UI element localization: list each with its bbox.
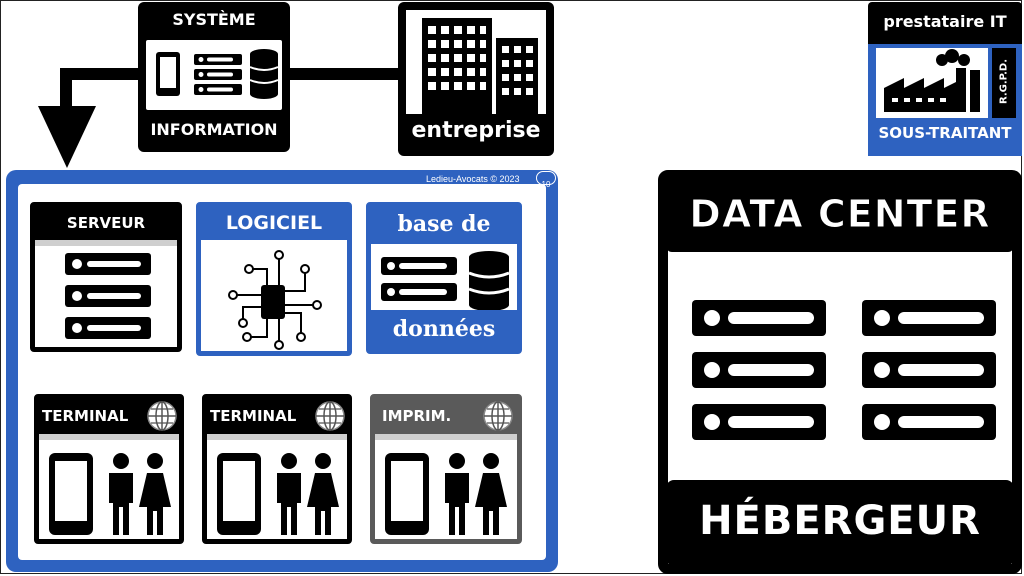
base-header: base de [370, 206, 518, 244]
systeme-label: SYSTÈME [172, 10, 256, 29]
imprim-label: IMPRIM. [382, 407, 452, 425]
sous-traitant-label: SOUS-TRAITANT [878, 124, 1012, 142]
entreprise-card: entreprise [398, 2, 554, 156]
smartphone-icon [385, 453, 429, 535]
terminal-card-2: TERMINAL [202, 394, 352, 544]
base-footer: données [370, 310, 518, 350]
database-icon [249, 49, 279, 99]
smartphone-icon [217, 453, 261, 535]
smartphone-icon [156, 52, 180, 96]
factory-icon [884, 49, 980, 112]
chip-icon [228, 250, 322, 350]
datacenter-servers [692, 300, 996, 440]
systeme-information-card: SYSTÈME INFORMATION [138, 2, 290, 152]
hebergeur-label: HÉBERGEUR [699, 498, 981, 544]
globe-icon [483, 401, 513, 431]
serveur-label: SERVEUR [66, 214, 146, 232]
logiciel-card: LOGICIEL [196, 202, 352, 356]
serveur-header: SERVEUR [34, 206, 178, 240]
terminal-label: TERMINAL [210, 407, 297, 425]
connector-arrow [38, 68, 402, 168]
serveur-card: SERVEUR [30, 202, 182, 352]
prestataire-blue-panel: R.G.P.D. SOUS-TRAITANT [868, 44, 1022, 156]
terminal-header: TERMINAL [206, 398, 348, 434]
server-rack-left [692, 300, 826, 440]
database-icon [468, 251, 510, 311]
logiciel-label: LOGICIEL [225, 212, 323, 234]
server-rack-right [862, 300, 996, 440]
prestataire-label: prestataire IT [883, 12, 1007, 31]
terminal-shade [207, 434, 347, 440]
terminal-users-illustration [217, 453, 339, 535]
globe-icon [315, 401, 345, 431]
datacenter-header: DATA CENTER [666, 178, 1014, 252]
page-number-badge: 10 [536, 171, 556, 189]
information-label: INFORMATION [150, 120, 278, 139]
person-man-icon [109, 453, 133, 535]
imprim-card: IMPRIM. [370, 394, 522, 544]
datacenter-card: DATA CENTER HÉBERGEUR [658, 170, 1022, 574]
person-woman-icon [475, 453, 507, 535]
terminal-users-illustration [49, 453, 171, 535]
credit-text: Ledieu-Avocats © 2023 [426, 174, 520, 184]
terminal-shade [39, 434, 179, 440]
entreprise-icon-panel [406, 10, 546, 114]
hebergeur-footer: HÉBERGEUR [666, 480, 1014, 566]
logiciel-header: LOGICIEL [200, 206, 348, 240]
terminal-header: TERMINAL [38, 398, 180, 434]
building-icon [422, 18, 538, 114]
datacenter-label: DATA CENTER [689, 192, 991, 237]
imprim-users-illustration [385, 453, 507, 535]
person-woman-icon [139, 453, 171, 535]
entreprise-label: entreprise [411, 118, 541, 143]
rgpd-label: R.G.P.D. [998, 58, 1010, 105]
imprim-header: IMPRIM. [374, 398, 518, 434]
imprim-shade [375, 434, 517, 440]
person-man-icon [277, 453, 301, 535]
rgpd-side-box: R.G.P.D. [992, 48, 1016, 118]
server-icon [194, 54, 242, 95]
terminal-card-1: TERMINAL [34, 394, 184, 544]
base-de-label: base de [397, 211, 491, 237]
serveur-shade [35, 240, 177, 246]
prestataire-card: prestataire IT R.G.P.D. SOUS-TRAITANT [868, 2, 1022, 156]
base-de-donnees-card: base de données [366, 202, 522, 354]
person-man-icon [445, 453, 469, 535]
server-icon [65, 253, 151, 339]
database-server-icon [381, 251, 510, 311]
smartphone-icon [49, 453, 93, 535]
person-woman-icon [307, 453, 339, 535]
factory-panel [876, 48, 988, 118]
globe-icon [147, 401, 177, 431]
donnees-label: données [392, 316, 496, 342]
systeme-icon-panel [146, 40, 282, 110]
terminal-label: TERMINAL [42, 407, 129, 425]
